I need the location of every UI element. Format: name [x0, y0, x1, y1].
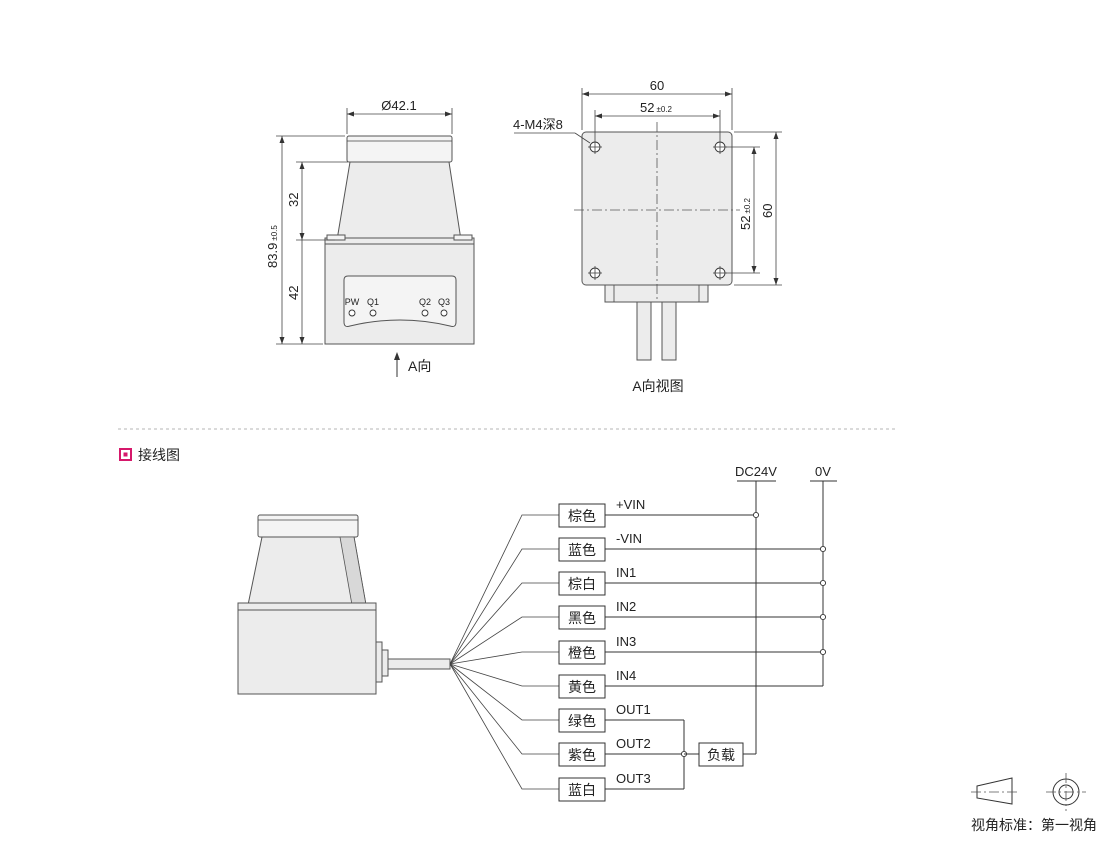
wire-color-label: 棕色 [568, 508, 596, 524]
wire-fanout [449, 514, 559, 790]
wire-signal-label: OUT2 [616, 736, 651, 751]
sensor-flange [324, 237, 475, 245]
back-view-caption: A向视图 [632, 378, 683, 394]
upper-height-label: 32 [286, 193, 301, 207]
width-inner-label: 52±0.2 [640, 100, 673, 115]
wire-signal-label: OUT3 [616, 771, 651, 786]
wire-color-label: 黄色 [568, 679, 596, 695]
back-view: 60 52±0.2 4-M4深8 52±0.2 60 A向视图 [513, 78, 782, 394]
led-label-q3: Q3 [438, 297, 450, 307]
wire-color-label: 紫色 [568, 747, 596, 763]
wire-row: 蓝白 OUT3 [558, 771, 684, 802]
sensor-window [336, 161, 462, 241]
width-outer-label: 60 [650, 78, 664, 93]
power-positive-label: DC24V [735, 464, 777, 479]
wire-color-label: 黑色 [568, 610, 596, 626]
wire-row: 黄色 IN4 [558, 668, 823, 699]
connector-block [604, 283, 709, 303]
led-label-q1: Q1 [367, 297, 379, 307]
view-arrow-icon [394, 352, 400, 360]
wire-row: 紫色 OUT2 [558, 736, 684, 767]
section-marker-icon [119, 448, 132, 461]
wire-signal-label: OUT1 [616, 702, 651, 717]
mounting-hole-tr [713, 140, 727, 154]
led-label-q2: Q2 [419, 297, 431, 307]
led-label-pw: PW [345, 297, 360, 307]
lower-height-label: 42 [286, 286, 301, 300]
total-height-label: 83.9±0.5 [265, 225, 280, 268]
diameter-label: Ø42.1 [381, 98, 416, 113]
wire-row: 蓝色 -VIN [558, 531, 827, 562]
wire-color-label: 绿色 [568, 713, 596, 729]
wiring-section: 接线图 DC24V 0V [119, 447, 837, 802]
thread-callout: 4-M4深8 [513, 117, 563, 132]
led-q2-indicator [421, 309, 429, 317]
projection-cone-icon [976, 777, 1013, 805]
wire-signal-label: IN4 [616, 668, 636, 683]
projection-label: 视角标准：第一视角 [971, 817, 1097, 833]
wiring-sensor-illustration [237, 514, 451, 695]
wire-color-label: 蓝色 [568, 542, 596, 558]
wire-signal-label: IN1 [616, 565, 636, 580]
led-q3-indicator [440, 309, 448, 317]
wire-signal-label: IN2 [616, 599, 636, 614]
height-inner-label: 52±0.2 [738, 197, 753, 230]
front-view: PW Q1 Q2 Q3 Ø42.1 83.9±0.5 32 42 [265, 98, 475, 377]
view-arrow-label: A向 [408, 358, 431, 374]
mounting-hole-tl [588, 140, 602, 154]
wiring-title: 接线图 [138, 447, 180, 463]
led-q1-indicator [369, 309, 377, 317]
wire-row: 棕色 +VIN [558, 497, 760, 528]
load-label: 负载 [707, 747, 735, 763]
mounting-hole-br [713, 266, 727, 280]
wire-row: 绿色 OUT1 [558, 702, 684, 733]
cable-right [661, 299, 677, 361]
wire-signal-label: IN3 [616, 634, 636, 649]
wire-color-label: 橙色 [568, 645, 596, 661]
projection-symbol: 视角标准：第一视角 [971, 773, 1097, 833]
wire-color-label: 棕白 [568, 576, 596, 592]
led-pw-indicator [348, 309, 356, 317]
wire-row: 棕白 IN1 [558, 565, 827, 596]
height-outer-label: 60 [760, 204, 775, 218]
mounting-hole-bl [588, 266, 602, 280]
cable-left [636, 299, 652, 361]
wire-row: 黑色 IN2 [558, 599, 827, 630]
power-negative-label: 0V [815, 464, 831, 479]
wire-row: 橙色 IN3 [558, 634, 827, 665]
wire-signal-label: +VIN [616, 497, 645, 512]
sensor-cap [346, 135, 453, 163]
wire-color-label: 蓝白 [568, 782, 596, 798]
wire-signal-label: -VIN [616, 531, 642, 546]
